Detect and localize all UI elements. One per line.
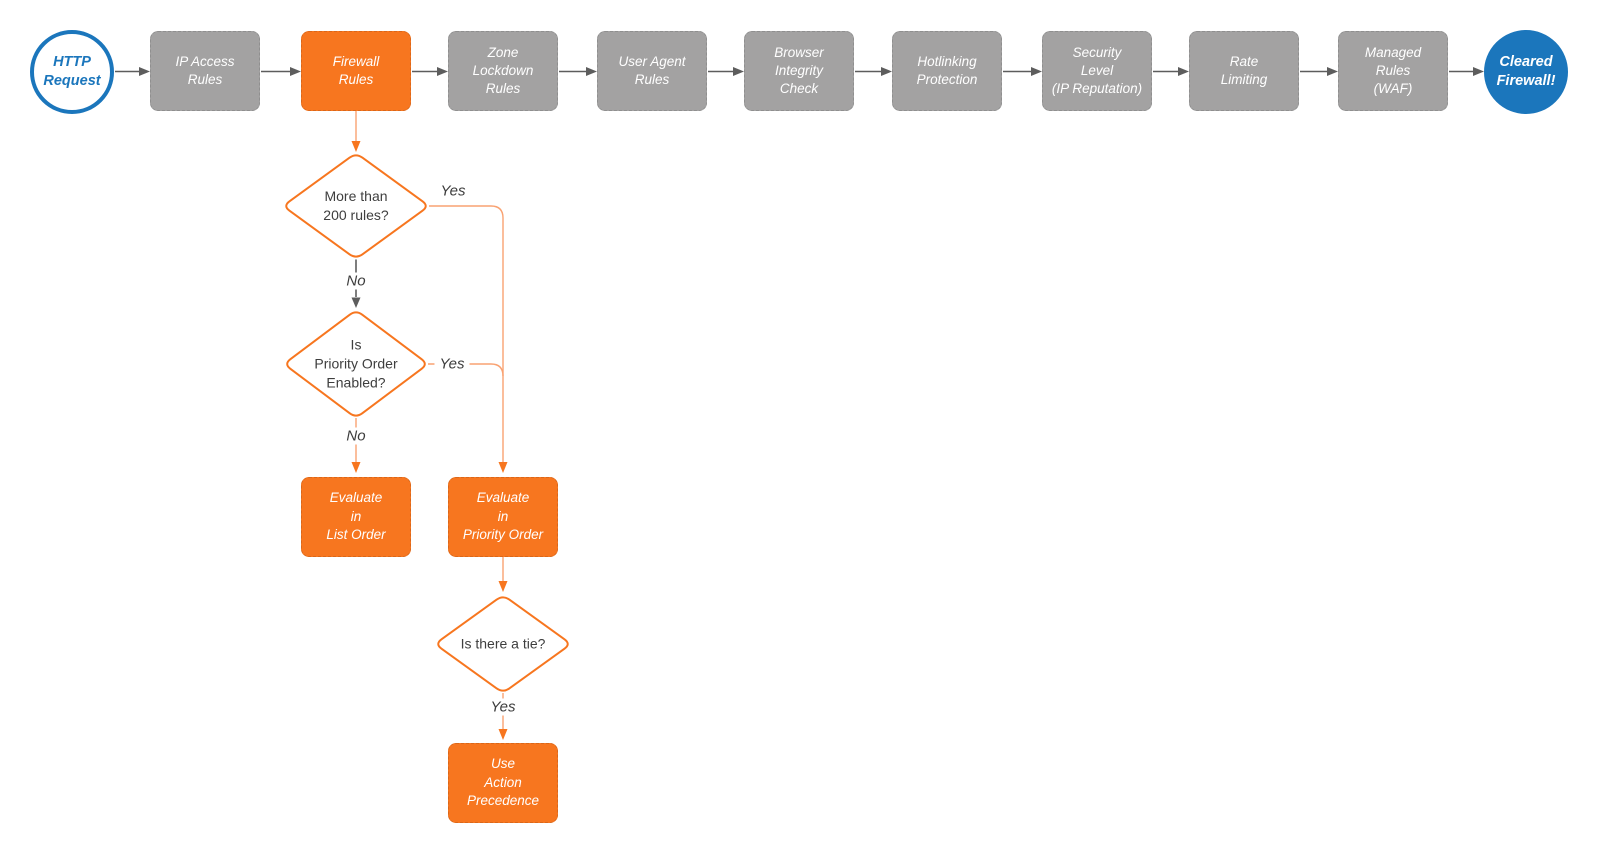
stage-label: IP Access Rules	[175, 54, 235, 87]
end-node-cleared-firewall: Cleared Firewall!	[1484, 30, 1568, 114]
stage-browser-integrity-check: Browser Integrity Check	[744, 31, 854, 111]
arrowhead-icon	[139, 67, 150, 76]
edge-label-d2-yes: Yes	[434, 355, 470, 373]
start-node-http-request: HTTP Request	[30, 30, 114, 114]
wire-decision2-yes	[428, 363, 504, 377]
arrowhead-icon	[498, 729, 508, 740]
stage-hotlinking-protection: Hotlinking Protection	[892, 31, 1002, 111]
end-node-label: Cleared Firewall!	[1496, 54, 1556, 89]
decision-priority-order-enabled-shape	[286, 311, 426, 417]
arrowhead-icon	[351, 141, 361, 152]
decision-more-than-200-rules-shape	[285, 154, 427, 258]
stage-managed-rules-waf: Managed Rules (WAF)	[1338, 31, 1448, 111]
stage-user-agent-rules: User Agent Rules	[597, 31, 707, 111]
decision-priority-order-enabled-label: Is Priority Order Enabled?	[314, 336, 398, 391]
stage-security-level: Security Level (IP Reputation)	[1042, 31, 1152, 111]
stage-label: Zone Lockdown Rules	[472, 45, 534, 96]
action-evaluate-in-priority-order: Evaluate in Priority Order	[448, 477, 558, 557]
stage-firewall-rules: Firewall Rules	[301, 31, 411, 111]
stage-label: User Agent Rules	[618, 54, 686, 87]
stage-label: Browser Integrity Check	[774, 45, 824, 96]
edge-label-d1-no: No	[341, 272, 371, 290]
decision-is-there-a-tie-shape	[437, 596, 569, 692]
stage-ip-access-rules: IP Access Rules	[150, 31, 260, 111]
stage-label: Managed Rules (WAF)	[1364, 45, 1422, 96]
action-use-action-precedence: Use Action Precedence	[448, 743, 558, 823]
arrowhead-icon	[1327, 67, 1338, 76]
arrowhead-icon	[1031, 67, 1042, 76]
wire-decision1-yes	[429, 205, 504, 462]
stage-rate-limiting: Rate Limiting	[1189, 31, 1299, 111]
arrowhead-icon	[733, 67, 744, 76]
decision-more-than-200-rules-label: More than 200 rules?	[323, 188, 389, 223]
arrowhead-icon	[351, 297, 361, 308]
edge-label-d2-no: No	[341, 427, 371, 445]
arrowhead-icon	[498, 462, 508, 473]
stage-zone-lockdown-rules: Zone Lockdown Rules	[448, 31, 558, 111]
edge-label-d1-yes: Yes	[440, 182, 466, 200]
arrowhead-icon	[586, 67, 597, 76]
arrowhead-icon	[881, 67, 892, 76]
action-label: Evaluate in Priority Order	[462, 490, 544, 543]
arrowhead-icon	[351, 462, 361, 473]
arrowhead-icon	[498, 581, 508, 592]
start-node-label: HTTP Request	[43, 54, 101, 89]
stage-label: Firewall Rules	[332, 54, 380, 87]
arrowhead-icon	[1473, 67, 1484, 76]
action-evaluate-in-list-order: Evaluate in List Order	[301, 477, 411, 557]
arrowhead-icon	[437, 67, 448, 76]
arrowhead-icon	[290, 67, 301, 76]
action-label: Use Action Precedence	[466, 756, 540, 809]
stage-label: Security Level (IP Reputation)	[1051, 45, 1143, 96]
stage-label: Hotlinking Protection	[916, 54, 978, 87]
decision-is-there-a-tie-label: Is there a tie?	[460, 635, 546, 652]
edge-label-d3-yes: Yes	[485, 698, 521, 716]
action-label: Evaluate in List Order	[326, 490, 386, 543]
arrowhead-icon	[1178, 67, 1189, 76]
stage-label: Rate Limiting	[1220, 54, 1268, 87]
